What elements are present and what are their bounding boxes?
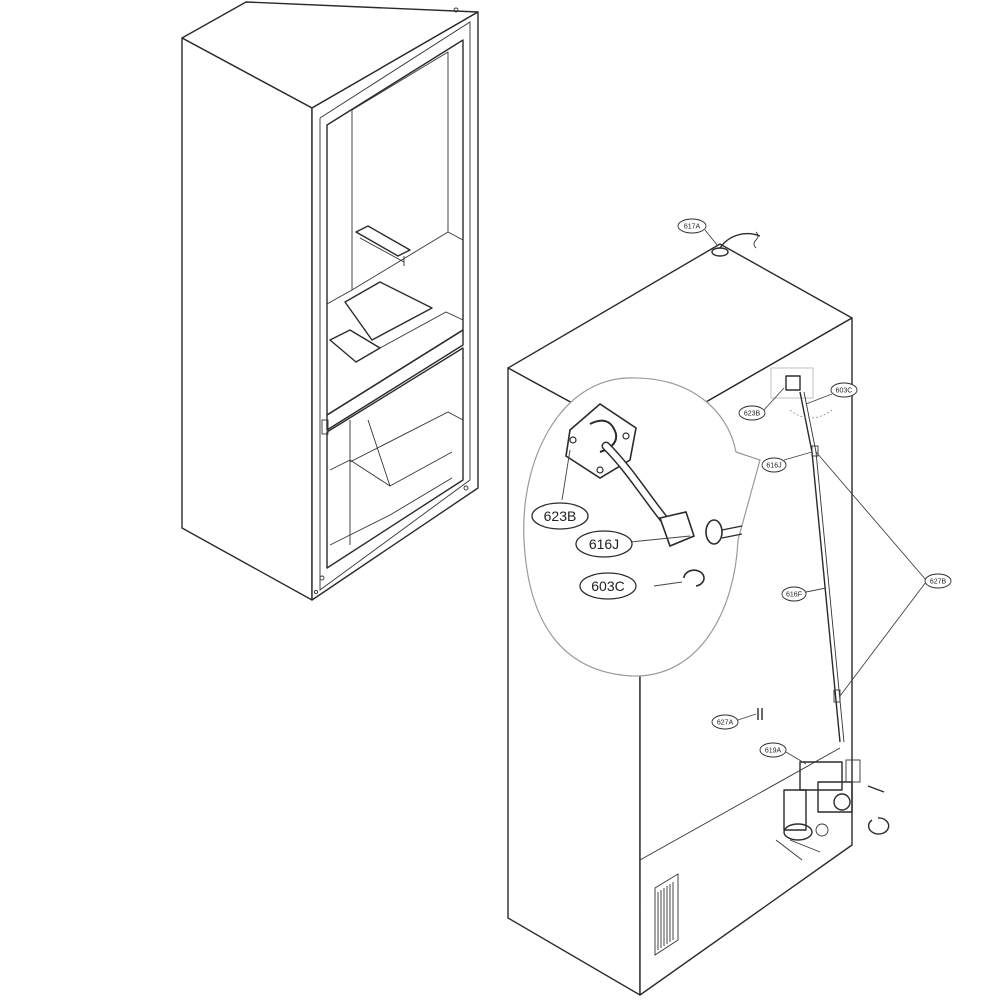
top-water-line: [719, 232, 761, 249]
freezer-floor-back: [329, 451, 453, 487]
machine-compartment-line: [639, 747, 841, 861]
water-valve-619A: [775, 759, 861, 861]
callout-603C: 603C: [805, 382, 858, 405]
mullion-divider: [326, 329, 464, 431]
detail-ring-clip-603C: [683, 569, 705, 587]
detail-label-616J: 616J: [575, 530, 633, 558]
upper-back-wall: [351, 51, 449, 232]
leader-623B-detail: [561, 449, 571, 501]
svg-text:616J: 616J: [589, 536, 619, 552]
svg-text:603C: 603C: [591, 578, 624, 594]
valve-screw: [867, 785, 885, 793]
valve-clip: [867, 817, 890, 835]
vent-grille: [654, 873, 679, 956]
cabinet-screw-left: [319, 575, 325, 581]
svg-text:627B: 627B: [930, 579, 947, 586]
detail-label-603C: 603C: [579, 572, 637, 600]
water-fitting-623B: [785, 375, 801, 391]
svg-text:616F: 616F: [786, 592, 802, 599]
freezer-opening: [326, 347, 464, 569]
leader-616J-detail: [629, 535, 691, 543]
svg-text:623B: 623B: [744, 411, 761, 418]
cabinet-front-view: [181, 1, 479, 601]
detail-coupling: [705, 519, 723, 545]
cabinet-front-frame: [311, 11, 479, 601]
zoom-detail: 623B 616J 603C: [523, 377, 761, 677]
detail-marker: [789, 409, 833, 419]
clip-627A: [757, 708, 763, 720]
tube-joint-616J: [811, 445, 819, 457]
callout-627A: 627A: [711, 713, 757, 730]
callout-616F: 616F: [781, 586, 827, 602]
svg-text:619A: 619A: [765, 748, 782, 755]
crisper-cover-left: [344, 281, 433, 341]
callout-616J: 616J: [761, 451, 813, 473]
break-mark: [753, 231, 759, 249]
crisper-edge: [379, 311, 464, 349]
fitting-highlight-box: [770, 367, 814, 399]
freezer-back-rail: [349, 411, 464, 463]
shelf-rail-lower: [359, 237, 405, 263]
svg-text:623B: 623B: [544, 508, 577, 524]
freezer-floor-front: [329, 477, 453, 546]
svg-text:617A: 617A: [684, 224, 701, 231]
detail-label-623B: 623B: [531, 502, 589, 530]
cabinet-inner-frame: [319, 21, 471, 591]
hinge-bracket: [321, 419, 329, 435]
detail-connector-616J: [658, 511, 695, 548]
svg-text:627A: 627A: [717, 720, 734, 727]
leader-603C-detail: [653, 581, 683, 587]
cabinet-screw-bottom: [313, 589, 319, 595]
callout-619A: 619A: [759, 742, 807, 765]
detail-tube-inner: [603, 443, 671, 527]
shelf-rail: [355, 225, 411, 257]
svg-text:616J: 616J: [766, 463, 781, 470]
cabinet-screw-right: [463, 485, 469, 491]
cabinet-left-side: [181, 37, 313, 601]
svg-text:603C: 603C: [836, 388, 853, 395]
callout-623B: 623B: [738, 387, 785, 421]
callout-617A: 617A: [677, 218, 719, 247]
callout-627B: 627B: [815, 451, 952, 697]
freezer-corner-line: [367, 419, 391, 487]
cabinet-screw-top: [453, 7, 459, 13]
